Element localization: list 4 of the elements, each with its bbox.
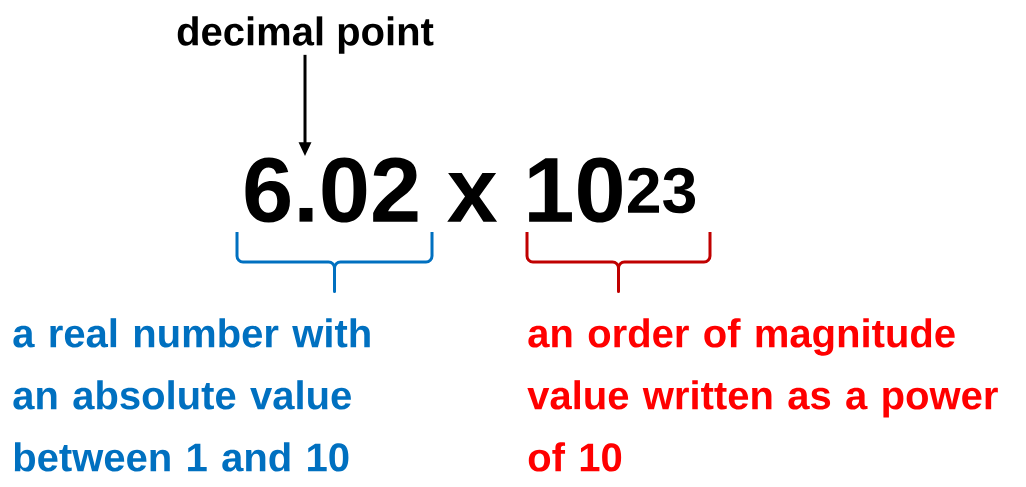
description-text: an order of magnitude value written as a power of 10	[527, 318, 998, 472]
description-text: a real number with an absolute value between 1 and 10	[13, 318, 370, 472]
callout-label: decimal point	[177, 16, 434, 54]
number-text: 6.02 x 10$^{23}$	[245, 157, 696, 223]
